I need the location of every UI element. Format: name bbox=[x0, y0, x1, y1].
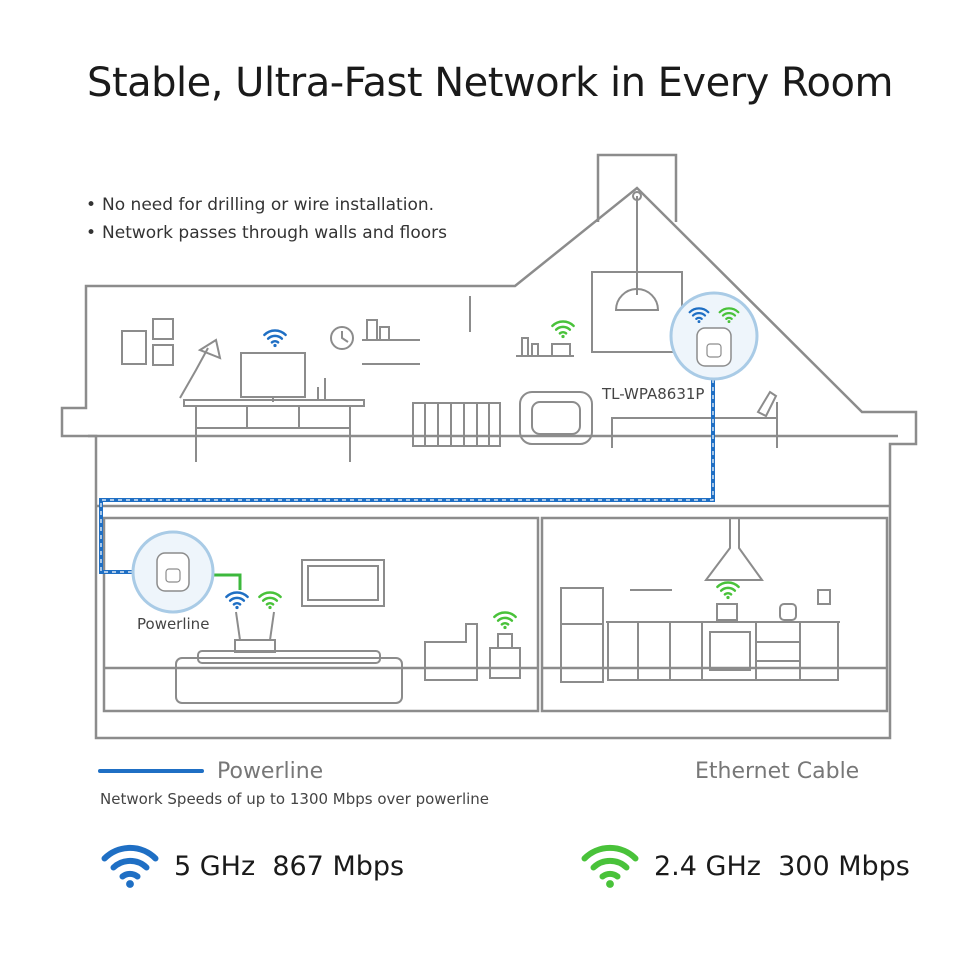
ethernet-legend-label: Ethernet Cable bbox=[695, 759, 860, 784]
feature-item: Network passes through walls and floors bbox=[86, 222, 447, 250]
wifi-24ghz-icon bbox=[551, 320, 575, 339]
band-24ghz-text: 2.4 GHz 300 Mbps bbox=[654, 850, 910, 882]
wifi-icon bbox=[580, 842, 640, 890]
powerline-label: Powerline bbox=[137, 615, 210, 633]
ceiling-lamp bbox=[591, 191, 683, 353]
band-5ghz: 5 GHz 867 Mbps bbox=[100, 842, 404, 890]
feature-item: No need for drilling or wire installatio… bbox=[86, 194, 447, 222]
feature-list: No need for drilling or wire installatio… bbox=[86, 194, 447, 250]
ground-floor-furniture bbox=[175, 517, 840, 704]
speed-note: Network Speeds of up to 1300 Mbps over p… bbox=[100, 790, 490, 808]
wifi-5ghz-icon bbox=[225, 591, 249, 610]
extender-label: TL-WPA8631P bbox=[602, 385, 705, 403]
wifi-24ghz-icon bbox=[258, 591, 282, 610]
extender-device bbox=[669, 291, 759, 381]
wifi-icon bbox=[100, 842, 160, 890]
powerline-legend-label: Powerline bbox=[217, 759, 324, 784]
wifi-24ghz-icon bbox=[493, 611, 517, 630]
band-24ghz: 2.4 GHz 300 Mbps bbox=[580, 842, 910, 890]
wifi-5ghz-icon bbox=[263, 329, 287, 348]
house-outline bbox=[60, 153, 918, 740]
page-title: Stable, Ultra-Fast Network in Every Room bbox=[87, 60, 893, 106]
band-5ghz-text: 5 GHz 867 Mbps bbox=[174, 850, 405, 882]
powerline-wire bbox=[99, 355, 715, 574]
powerline-device bbox=[131, 530, 215, 614]
ethernet-wire bbox=[206, 573, 242, 590]
wifi-24ghz-icon bbox=[716, 581, 740, 600]
upper-floor-furniture bbox=[121, 296, 778, 462]
